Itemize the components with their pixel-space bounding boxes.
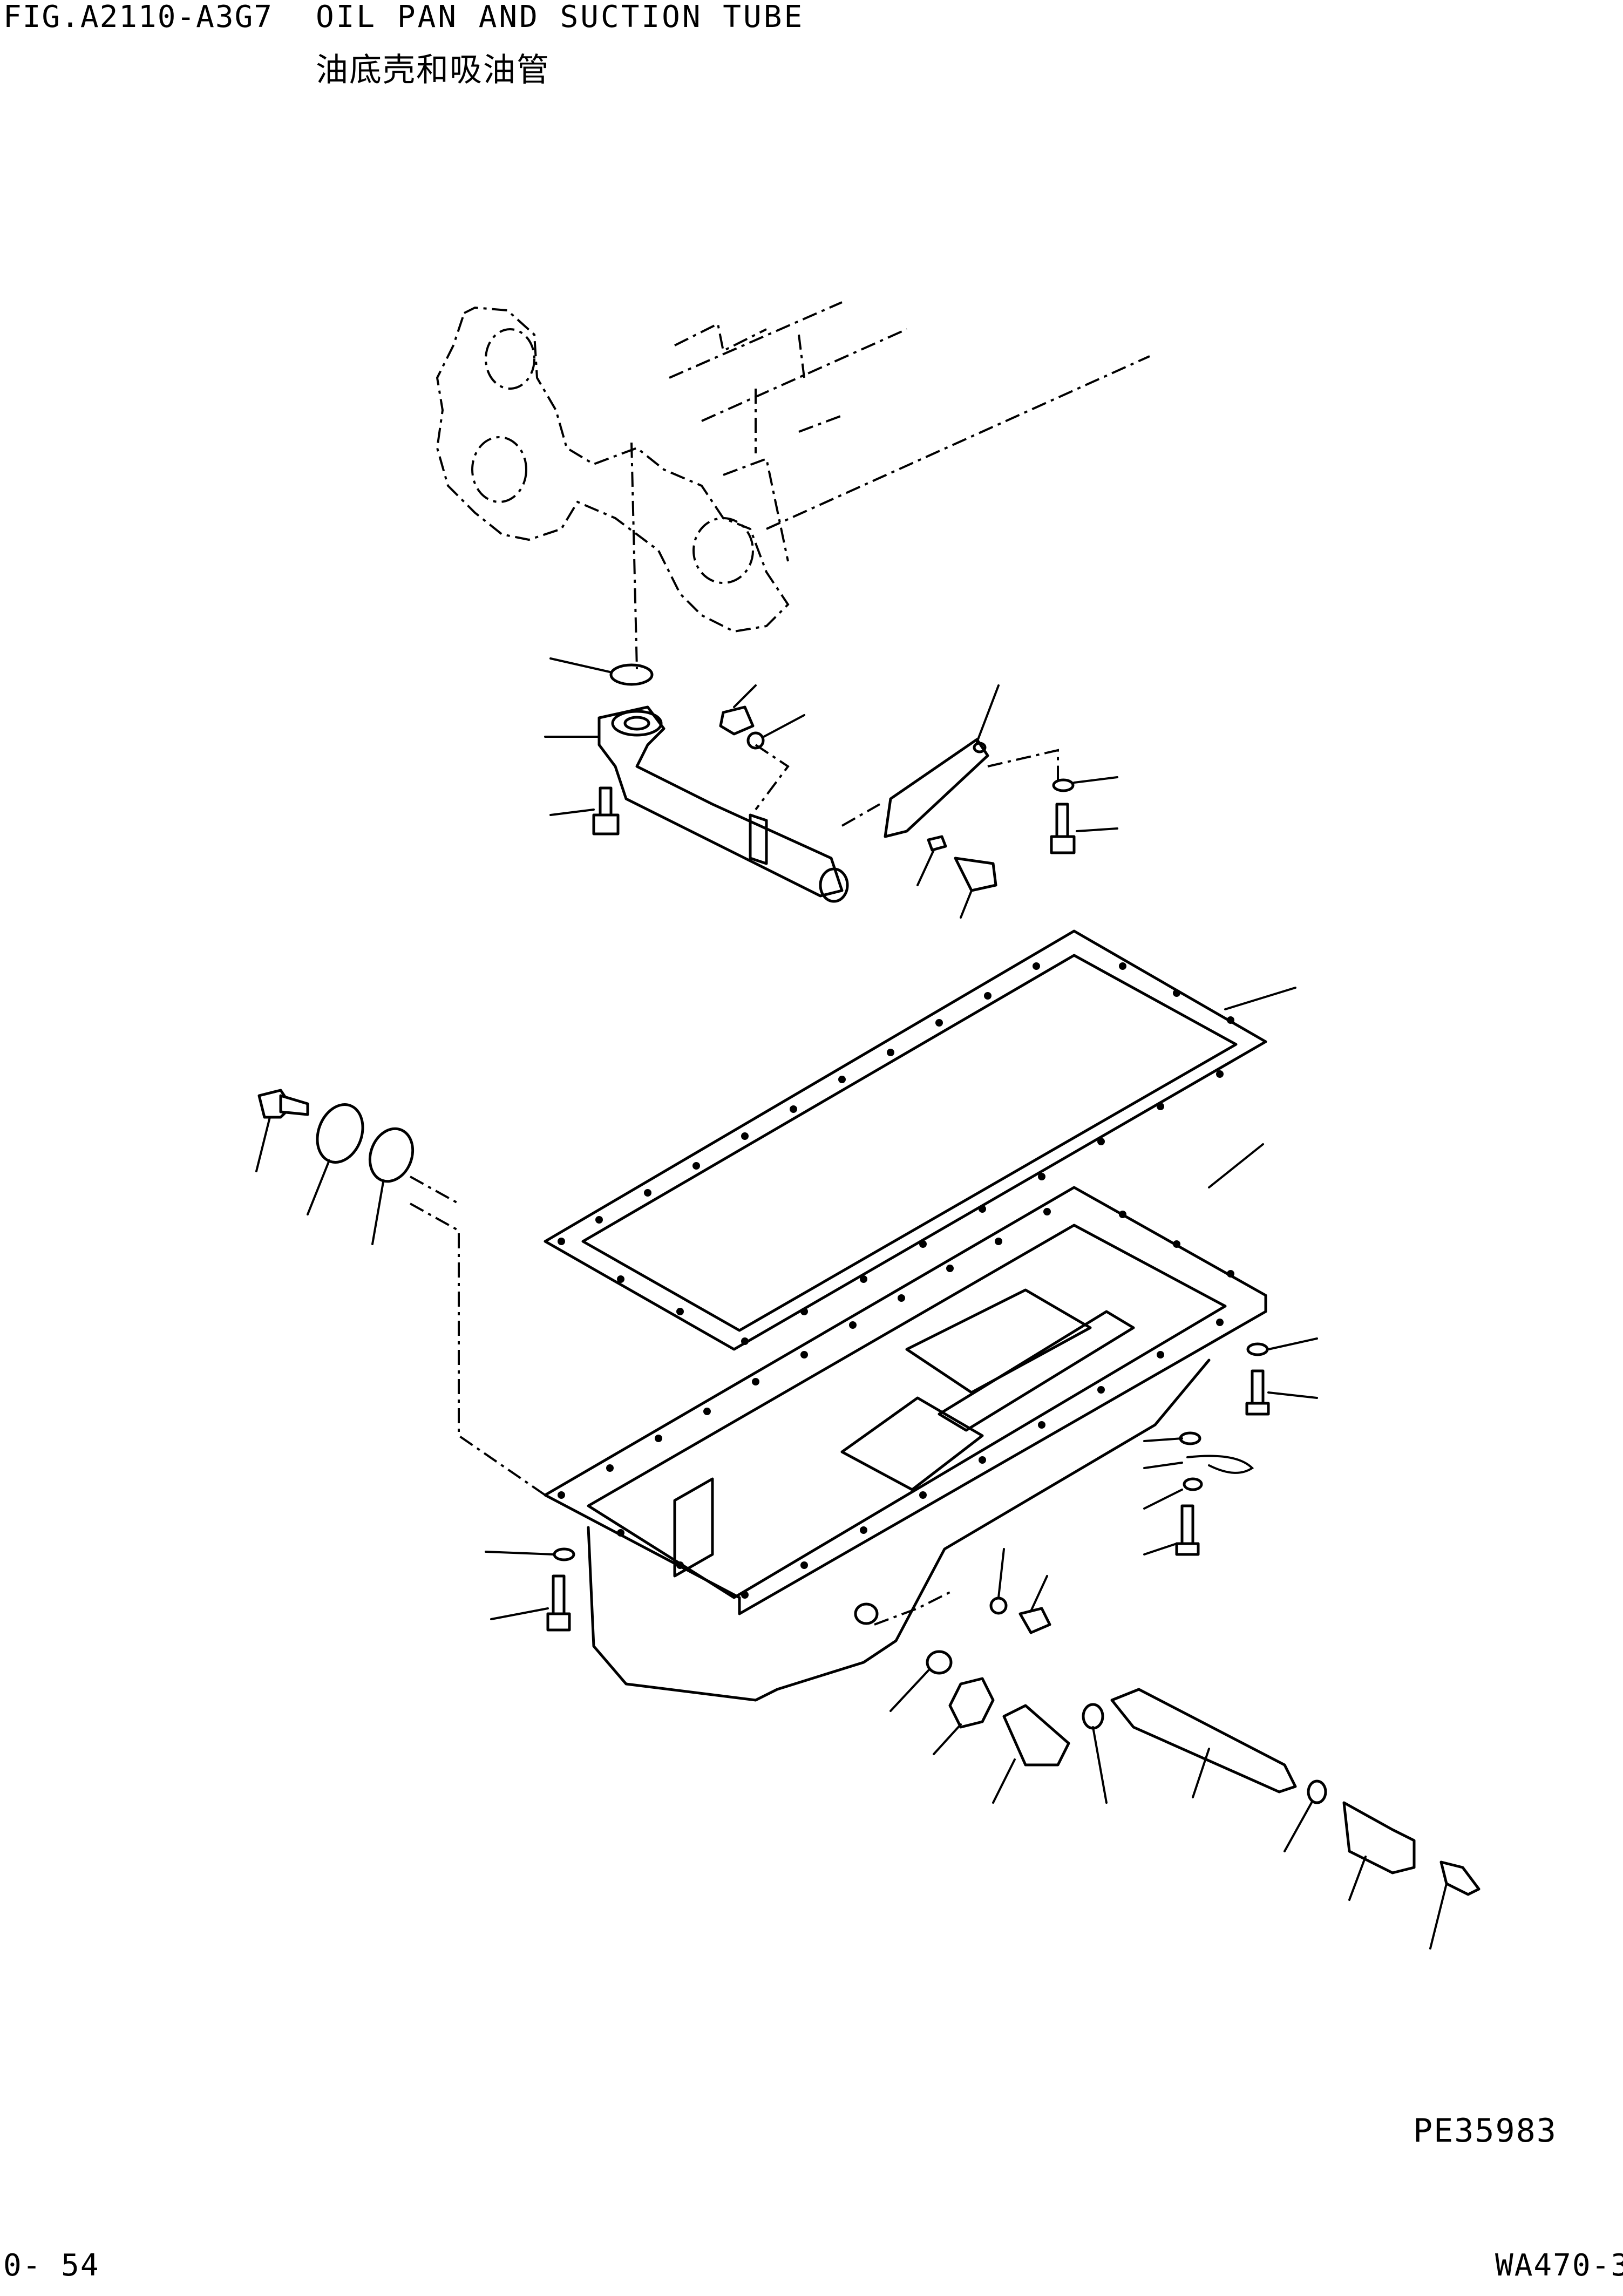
tube-flange-bolt [549, 786, 620, 835]
right-washer-bolt [1050, 776, 1118, 854]
right-lower-washers-bolts [1143, 1337, 1318, 1556]
left-lower-washer-bolt [485, 1547, 575, 1632]
oil-pan-gasket [544, 929, 1296, 1351]
suction-tube-bracket [841, 684, 1059, 838]
figure-code: FIG.A2110-A3G7 [3, 0, 274, 35]
page-number: 0- 54 [3, 2248, 100, 2283]
pan-side-fittings [854, 1548, 1051, 1634]
suction-tube [544, 705, 849, 903]
cover-gasket-bolt [255, 1089, 459, 1245]
figure-title-chinese: 油底壳和吸油管 [316, 51, 550, 89]
oil-pan [410, 1143, 1267, 1702]
o-ring [549, 657, 654, 686]
engine-block-outline [436, 301, 1150, 670]
nut-and-washer [719, 684, 805, 811]
model-code: WA470-3 [1495, 2248, 1623, 2283]
bolt-hole-dots [558, 962, 1234, 1599]
drain-fitting-parts [889, 1650, 1481, 1949]
bracket-bolt [916, 835, 997, 919]
figure-title: OIL PAN AND SUCTION TUBE [316, 0, 805, 35]
drawing-reference-code: PE35983 [1413, 2112, 1557, 2150]
